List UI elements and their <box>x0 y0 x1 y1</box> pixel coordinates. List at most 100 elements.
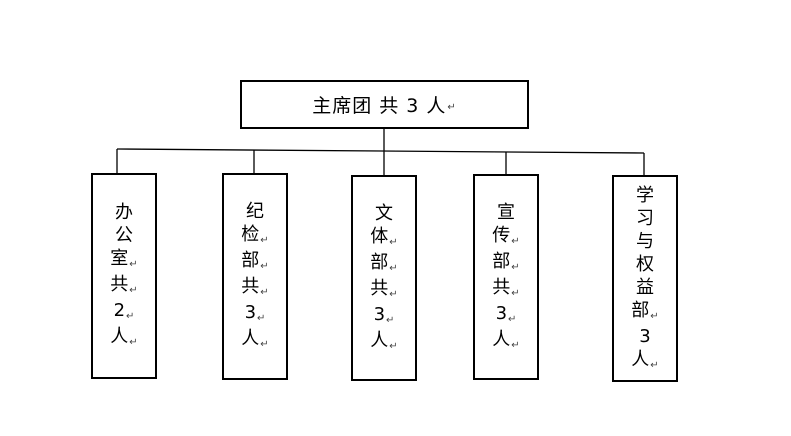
paragraph-mark-icon: ↵ <box>386 314 395 326</box>
dept-char: 文 <box>375 202 393 225</box>
dept-char-text: 学 <box>635 184 654 206</box>
dept-char-text: 检 <box>241 224 260 245</box>
dept-char-text: 人 <box>241 328 260 349</box>
dept-char: 习 <box>636 207 654 230</box>
dept-char-text: 办 <box>114 202 133 223</box>
dept-box-office: 办公室↵共↵2↵人↵ <box>91 173 157 379</box>
presidium-box: 主席团 共 3 人↵ <box>240 80 529 129</box>
paragraph-mark-icon: ↵ <box>389 340 398 352</box>
paragraph-mark-icon: ↵ <box>129 259 138 270</box>
dept-char-text: 3 <box>639 325 651 347</box>
paragraph-mark-icon: ↵ <box>511 339 520 351</box>
dept-char: 纪 <box>246 200 264 223</box>
dept-char: 益 <box>636 276 654 299</box>
dept-char-text: 纪 <box>245 201 264 222</box>
dept-char-text: 人 <box>370 329 389 351</box>
dept-char: 部↵ <box>492 250 519 276</box>
dept-char: 权 <box>636 253 654 276</box>
paragraph-mark-icon: ↵ <box>511 261 520 273</box>
dept-char-text: 3 <box>495 302 508 324</box>
paragraph-mark-icon: ↵ <box>126 311 135 322</box>
dept-char: 2↵ <box>114 299 135 325</box>
dept-char: 3↵ <box>374 303 395 329</box>
paragraph-mark-icon: ↵ <box>257 313 266 324</box>
dept-char: 3 <box>639 325 650 348</box>
dept-label-publicity: 宣传↵部↵共↵3↵人↵ <box>492 201 519 354</box>
branch-bar <box>116 148 645 154</box>
dept-char: 部↵ <box>370 251 397 277</box>
dept-char-text: 共 <box>241 276 260 297</box>
dept-char-text: 共 <box>370 277 389 299</box>
paragraph-mark-icon: ↵ <box>511 287 520 299</box>
dept-char: 部↵ <box>631 299 658 325</box>
dept-char: 共↵ <box>241 275 268 301</box>
dept-char-text: 体 <box>370 225 389 247</box>
paragraph-mark-icon: ↵ <box>260 235 269 246</box>
paragraph-mark-icon: ↵ <box>129 285 138 296</box>
dept-char-text: 共 <box>492 276 511 298</box>
dept-char: 人↵ <box>370 329 397 355</box>
dept-char: 宣 <box>497 201 515 224</box>
dept-char: 人↵ <box>492 328 519 354</box>
dept-char-text: 3 <box>373 303 386 325</box>
dept-char-text: 人 <box>110 326 129 347</box>
dept-char: 传↵ <box>492 224 519 250</box>
dept-char: 3↵ <box>496 302 517 328</box>
paragraph-mark-icon: ↵ <box>260 339 269 350</box>
dept-label-office: 办公室↵共↵2↵人↵ <box>110 201 137 351</box>
paragraph-mark-icon: ↵ <box>650 310 659 322</box>
paragraph-mark-icon: ↵ <box>511 235 520 247</box>
paragraph-mark-icon: ↵ <box>389 288 398 300</box>
paragraph-mark-icon: ↵ <box>260 287 269 298</box>
dept-char-text: 文 <box>374 202 393 224</box>
dept-char-text: 益 <box>635 276 654 298</box>
paragraph-mark-icon: ↵ <box>508 313 517 325</box>
dept-char: 办 <box>115 201 133 224</box>
dept-char: 室↵ <box>110 247 137 273</box>
dept-char-text: 宣 <box>496 201 515 223</box>
dept-box-publicity: 宣传↵部↵共↵3↵人↵ <box>473 174 539 380</box>
dept-char-text: 2 <box>113 300 126 321</box>
dept-char-text: 3 <box>244 302 257 323</box>
dept-char-text: 人 <box>492 328 511 350</box>
dept-char-text: 人 <box>631 348 650 370</box>
paragraph-mark-icon: ↵ <box>650 359 659 371</box>
dept-char: 人↵ <box>110 325 137 351</box>
paragraph-mark-icon: ↵ <box>129 337 138 348</box>
dept-label-discipline: 纪检↵部↵共↵3↵人↵ <box>241 200 268 353</box>
presidium-label: 主席团 共 3 人 <box>312 95 447 117</box>
paragraph-mark-icon: ↵ <box>389 236 398 248</box>
dept-char-text: 习 <box>635 207 654 229</box>
dept-char: 人↵ <box>241 327 268 353</box>
dept-char: 部↵ <box>241 249 268 275</box>
dept-char-text: 部 <box>492 250 511 272</box>
dept-label-culture-sports: 文体↵部↵共↵3↵人↵ <box>370 202 397 355</box>
paragraph-mark-icon: ↵ <box>447 102 457 113</box>
dept-char: 学 <box>636 184 654 207</box>
paragraph-mark-icon: ↵ <box>389 262 398 274</box>
dept-char-text: 室 <box>110 248 129 269</box>
dept-char: 共↵ <box>110 273 137 299</box>
dept-char-text: 与 <box>635 230 654 252</box>
dept-char-text: 共 <box>110 274 129 295</box>
dept-char-text: 权 <box>635 253 654 275</box>
dept-char: 共↵ <box>492 276 519 302</box>
dept-box-discipline: 纪检↵部↵共↵3↵人↵ <box>222 173 288 380</box>
dept-char-text: 部 <box>241 250 260 271</box>
dept-char: 公 <box>115 224 133 247</box>
dept-box-culture-sports: 文体↵部↵共↵3↵人↵ <box>351 175 417 381</box>
dept-char-text: 传 <box>492 224 511 246</box>
dept-char: 3↵ <box>245 301 266 327</box>
dept-char-text: 部 <box>631 299 650 321</box>
paragraph-mark-icon: ↵ <box>260 261 269 272</box>
dept-char: 与 <box>636 230 654 253</box>
dept-char: 体↵ <box>370 225 397 251</box>
dept-char-text: 部 <box>370 251 389 273</box>
dept-char: 共↵ <box>370 277 397 303</box>
dept-char: 人↵ <box>631 348 658 374</box>
dept-char-text: 公 <box>114 225 133 246</box>
dept-char: 检↵ <box>241 223 268 249</box>
